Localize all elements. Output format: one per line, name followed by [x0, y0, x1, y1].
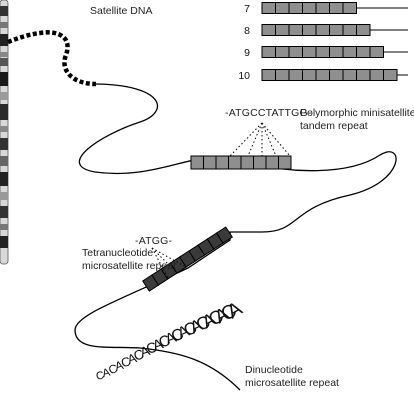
- tetranucleotide-zoom-lines: [151, 247, 185, 279]
- dna-strand: [74, 83, 397, 391]
- repeat-unit: [288, 46, 303, 58]
- repeat-unit: [356, 46, 371, 58]
- allele-row: 9: [244, 46, 408, 59]
- dinucleotide-letter: C: [95, 369, 106, 383]
- allele-count-label: 7: [244, 3, 250, 15]
- minisatellite-unit: [265, 155, 279, 170]
- repeat-unit: [383, 69, 398, 81]
- repeat-unit: [288, 2, 303, 14]
- repeat-unit: [369, 69, 384, 81]
- microsatellite-unit: [215, 226, 233, 244]
- dinucleotide-label-line2: microsatellite repeat: [245, 377, 339, 389]
- repeat-unit: [356, 69, 371, 81]
- allele-length-bars: 7 8 9 10: [238, 2, 408, 82]
- allele-row: 8: [244, 24, 408, 37]
- minisatellite-repeat-block: [190, 155, 292, 170]
- repeat-unit: [329, 2, 344, 14]
- repeat-unit: [288, 69, 303, 81]
- tetranucleotide-sequence: -ATGG-: [135, 235, 172, 247]
- allele-row: 10: [238, 69, 408, 82]
- repeat-unit: [329, 24, 344, 36]
- allele-count-label: 9: [244, 47, 250, 59]
- dinucleotide-letter: A: [101, 367, 112, 381]
- repeat-unit: [261, 46, 276, 58]
- repeat-unit: [315, 24, 330, 36]
- repeat-unit: [302, 69, 317, 81]
- minisatellite-label-line2: tandem repeat: [300, 120, 368, 132]
- minisatellite-unit: [190, 155, 204, 170]
- minisatellite-zoom-lines: [229, 122, 291, 157]
- repeat-unit: [329, 69, 344, 81]
- minisatellite-unit: [215, 155, 229, 170]
- repeat-unit: [261, 2, 276, 14]
- repeat-unit: [275, 24, 290, 36]
- repeat-unit: [342, 46, 357, 58]
- minisatellite-unit: [240, 155, 254, 170]
- minisatellite-label-line1: Polymorphic minisatellite: [300, 107, 414, 119]
- dinucleotide-letter: C: [132, 346, 146, 363]
- tetranucleotide-repeat-block: [142, 226, 233, 292]
- minisatellite-unit: [228, 155, 242, 170]
- satellite-dna-strand: [7, 30, 97, 87]
- repeat-unit: [302, 2, 317, 14]
- repeat-unit: [275, 46, 290, 58]
- minisatellite-unit: [253, 155, 267, 170]
- repeat-unit: [302, 46, 317, 58]
- repeat-unit: [315, 69, 330, 81]
- repeat-unit: [288, 24, 303, 36]
- allele-count-label: 10: [238, 70, 250, 82]
- repeat-unit: [315, 2, 330, 14]
- dinucleotide-letter: C: [144, 339, 159, 358]
- repeat-unit: [261, 24, 276, 36]
- chromosome: [0, 0, 9, 265]
- dinucleotide-letter: C: [119, 354, 132, 370]
- repeat-unit: [302, 24, 317, 36]
- repeat-unit: [315, 46, 330, 58]
- tetranucleotide-label-line1: Tetranucleotide: [82, 247, 153, 259]
- repeat-unit: [342, 24, 357, 36]
- tetranucleotide-label-line2: microsatellite repeat: [82, 260, 176, 272]
- repeat-unit: [329, 46, 344, 58]
- repeat-unit: [369, 46, 384, 58]
- minisatellite-unit: [278, 155, 292, 170]
- minisatellite-unit: [203, 155, 217, 170]
- repeat-unit: [275, 2, 290, 14]
- satellite-dna-label: Satellite DNA: [90, 5, 152, 17]
- dinucleotide-letter: C: [107, 361, 119, 377]
- repeat-unit: [342, 2, 357, 14]
- repeat-unit: [275, 69, 290, 81]
- repeat-unit: [261, 69, 276, 81]
- minisatellite-sequence: -ATGCCTATTGG-: [225, 107, 312, 119]
- dinucleotide-label-line1: Dinucleotide: [245, 364, 303, 376]
- allele-count-label: 8: [244, 25, 250, 37]
- allele-row: 7: [244, 2, 408, 15]
- repeat-unit: [342, 69, 357, 81]
- repeat-unit: [356, 24, 371, 36]
